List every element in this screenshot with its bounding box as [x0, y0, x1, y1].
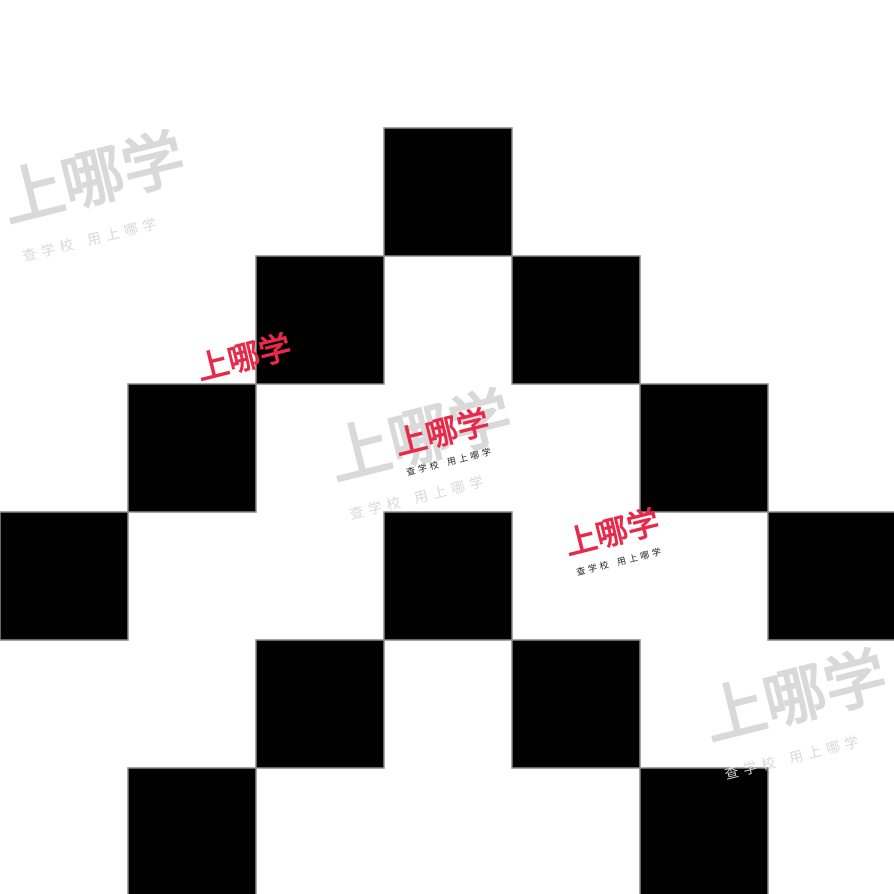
black-square — [255, 255, 385, 385]
black-square — [767, 511, 894, 641]
watermark-logo: 上哪学 查学校 用上哪学 — [696, 639, 894, 783]
black-square — [639, 767, 769, 894]
black-square — [383, 127, 513, 257]
black-square — [0, 511, 129, 641]
black-square — [639, 383, 769, 513]
watermark-logo-red: 上哪学 查学校 用上哪学 — [561, 503, 665, 579]
black-square — [127, 767, 257, 894]
watermark-logo: 上哪学 查学校 用上哪学 — [0, 121, 192, 265]
black-square — [255, 639, 385, 769]
black-square — [383, 511, 513, 641]
black-square — [511, 255, 641, 385]
black-square — [511, 639, 641, 769]
square-group — [0, 127, 894, 894]
watermark-main-text: 上哪学 — [696, 639, 894, 755]
black-square — [127, 383, 257, 513]
watermark-main-text: 上哪学 — [0, 121, 192, 237]
